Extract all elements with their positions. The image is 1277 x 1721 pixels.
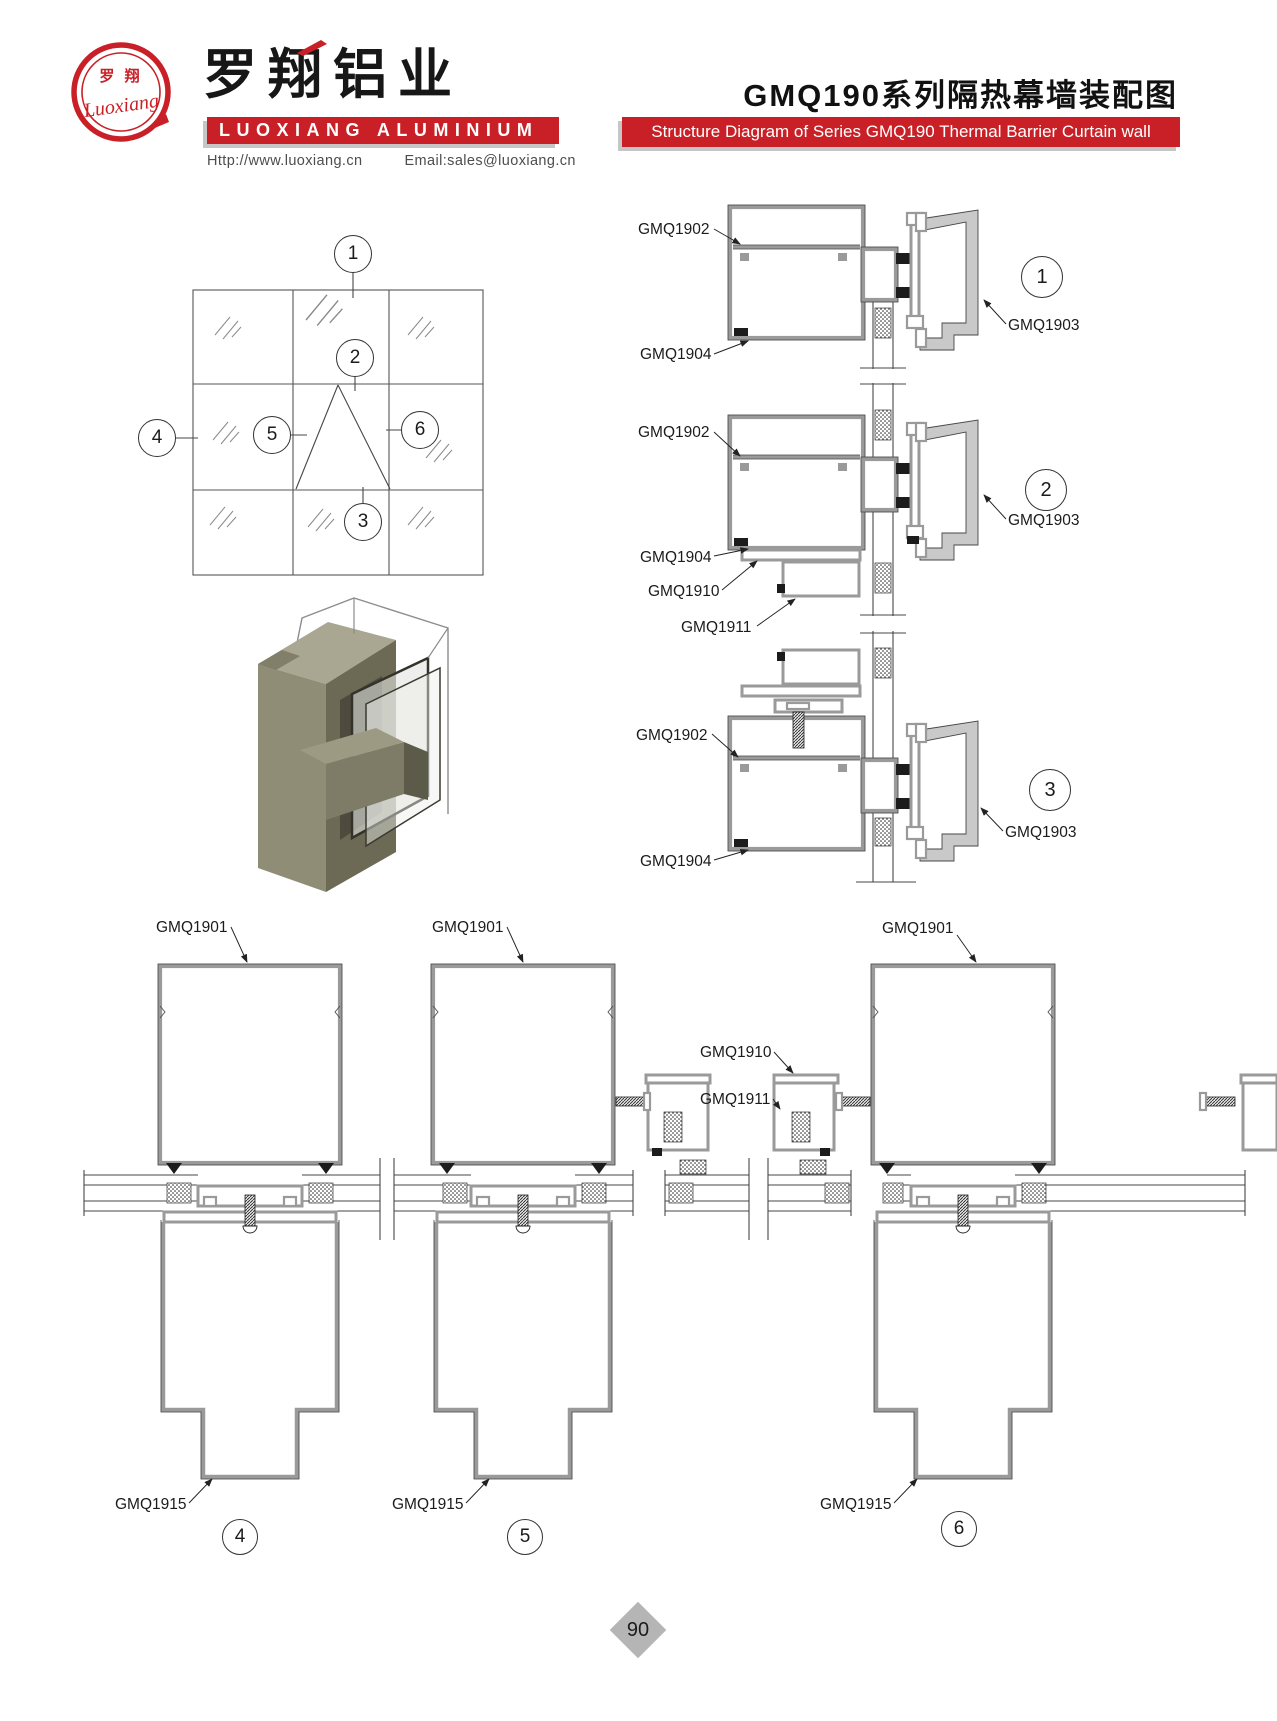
detail-callout-3: 3 bbox=[1029, 769, 1071, 811]
part-label-sill-4: GMQ1915 bbox=[115, 1496, 187, 1513]
elevation-callout-3: 3 bbox=[344, 503, 382, 541]
part-label-cap-1: GMQ1903 bbox=[1008, 317, 1080, 334]
company-name-cn: 罗翔铝业 bbox=[203, 45, 463, 105]
elevation-callout-4: 4 bbox=[138, 419, 176, 457]
part-label-vent-sash-2: GMQ1911 bbox=[681, 619, 752, 636]
elevation-callout-6: 6 bbox=[401, 411, 439, 449]
part-label-vent-frame-2: GMQ1910 bbox=[648, 583, 720, 600]
elevation-callout-2: 2 bbox=[336, 339, 374, 377]
part-label-bead-1: GMQ1904 bbox=[640, 346, 712, 363]
part-label-mullion-4: GMQ1901 bbox=[156, 919, 228, 936]
detail-2 bbox=[728, 415, 978, 560]
section-4 bbox=[158, 964, 342, 1479]
elevation-callout-1: 1 bbox=[334, 235, 372, 273]
company-name-en: LUOXIANG ALUMINIUM bbox=[219, 120, 539, 140]
vent-assembly-bottom bbox=[615, 1073, 871, 1156]
elevation-diagram bbox=[176, 273, 484, 576]
profile-3d-render bbox=[258, 597, 449, 892]
part-label-vent-frame-bottom: GMQ1910 bbox=[700, 1044, 772, 1061]
detail-3 bbox=[728, 716, 978, 861]
page-title-en: Structure Diagram of Series GMQ190 Therm… bbox=[622, 117, 1180, 147]
page-number: 90 bbox=[626, 1619, 650, 1641]
logo-cn-text: 罗 翔 bbox=[99, 67, 142, 85]
part-label-mullion-6: GMQ1901 bbox=[882, 920, 954, 937]
part-label-mullion-5: GMQ1901 bbox=[432, 919, 504, 936]
part-label-sill-6: GMQ1915 bbox=[820, 1496, 892, 1513]
logo-script-text: Luoxiang bbox=[81, 90, 160, 122]
section-5 bbox=[431, 964, 615, 1479]
glazing-bands bbox=[83, 1158, 1246, 1240]
part-label-bead-3: GMQ1904 bbox=[640, 853, 712, 870]
part-label-sill-5: GMQ1915 bbox=[392, 1496, 464, 1513]
part-label-vent-sash-bottom: GMQ1911 bbox=[700, 1091, 771, 1108]
section-6 bbox=[871, 964, 1055, 1479]
page-title-cn: GMQ190系列隔热幕墙装配图 bbox=[743, 78, 1178, 113]
detail-sections-bottom bbox=[83, 926, 1277, 1504]
section-callout-6: 6 bbox=[941, 1511, 977, 1547]
part-label-frame-2: GMQ1902 bbox=[638, 424, 710, 441]
website-link[interactable]: Http://www.luoxiang.cn bbox=[207, 153, 363, 169]
section-callout-5: 5 bbox=[507, 1519, 543, 1555]
email-link[interactable]: Email:sales@luoxiang.cn bbox=[404, 153, 576, 169]
part-label-cap-2: GMQ1903 bbox=[1008, 512, 1080, 529]
part-label-cap-3: GMQ1903 bbox=[1005, 824, 1077, 841]
part-label-frame-3: GMQ1902 bbox=[636, 727, 708, 744]
vent-assembly-top bbox=[740, 536, 919, 749]
vent-partial-right bbox=[1198, 1073, 1277, 1152]
company-logo: 罗 翔 Luoxiang bbox=[71, 42, 171, 142]
part-label-bead-2: GMQ1904 bbox=[640, 549, 712, 566]
detail-sections-top bbox=[711, 205, 1007, 883]
detail-callout-1: 1 bbox=[1021, 256, 1063, 298]
elevation-callout-5: 5 bbox=[253, 416, 291, 454]
contact-row: Http://www.luoxiang.cn Email:sales@luoxia… bbox=[207, 153, 618, 169]
detail-callout-2: 2 bbox=[1025, 469, 1067, 511]
detail-1 bbox=[728, 205, 978, 350]
brand-swoosh bbox=[297, 40, 327, 56]
logo-wedge bbox=[150, 114, 169, 130]
section-callout-4: 4 bbox=[222, 1519, 258, 1555]
company-name-banner: LUOXIANG ALUMINIUM bbox=[207, 117, 559, 144]
part-label-frame-1: GMQ1902 bbox=[638, 221, 710, 238]
